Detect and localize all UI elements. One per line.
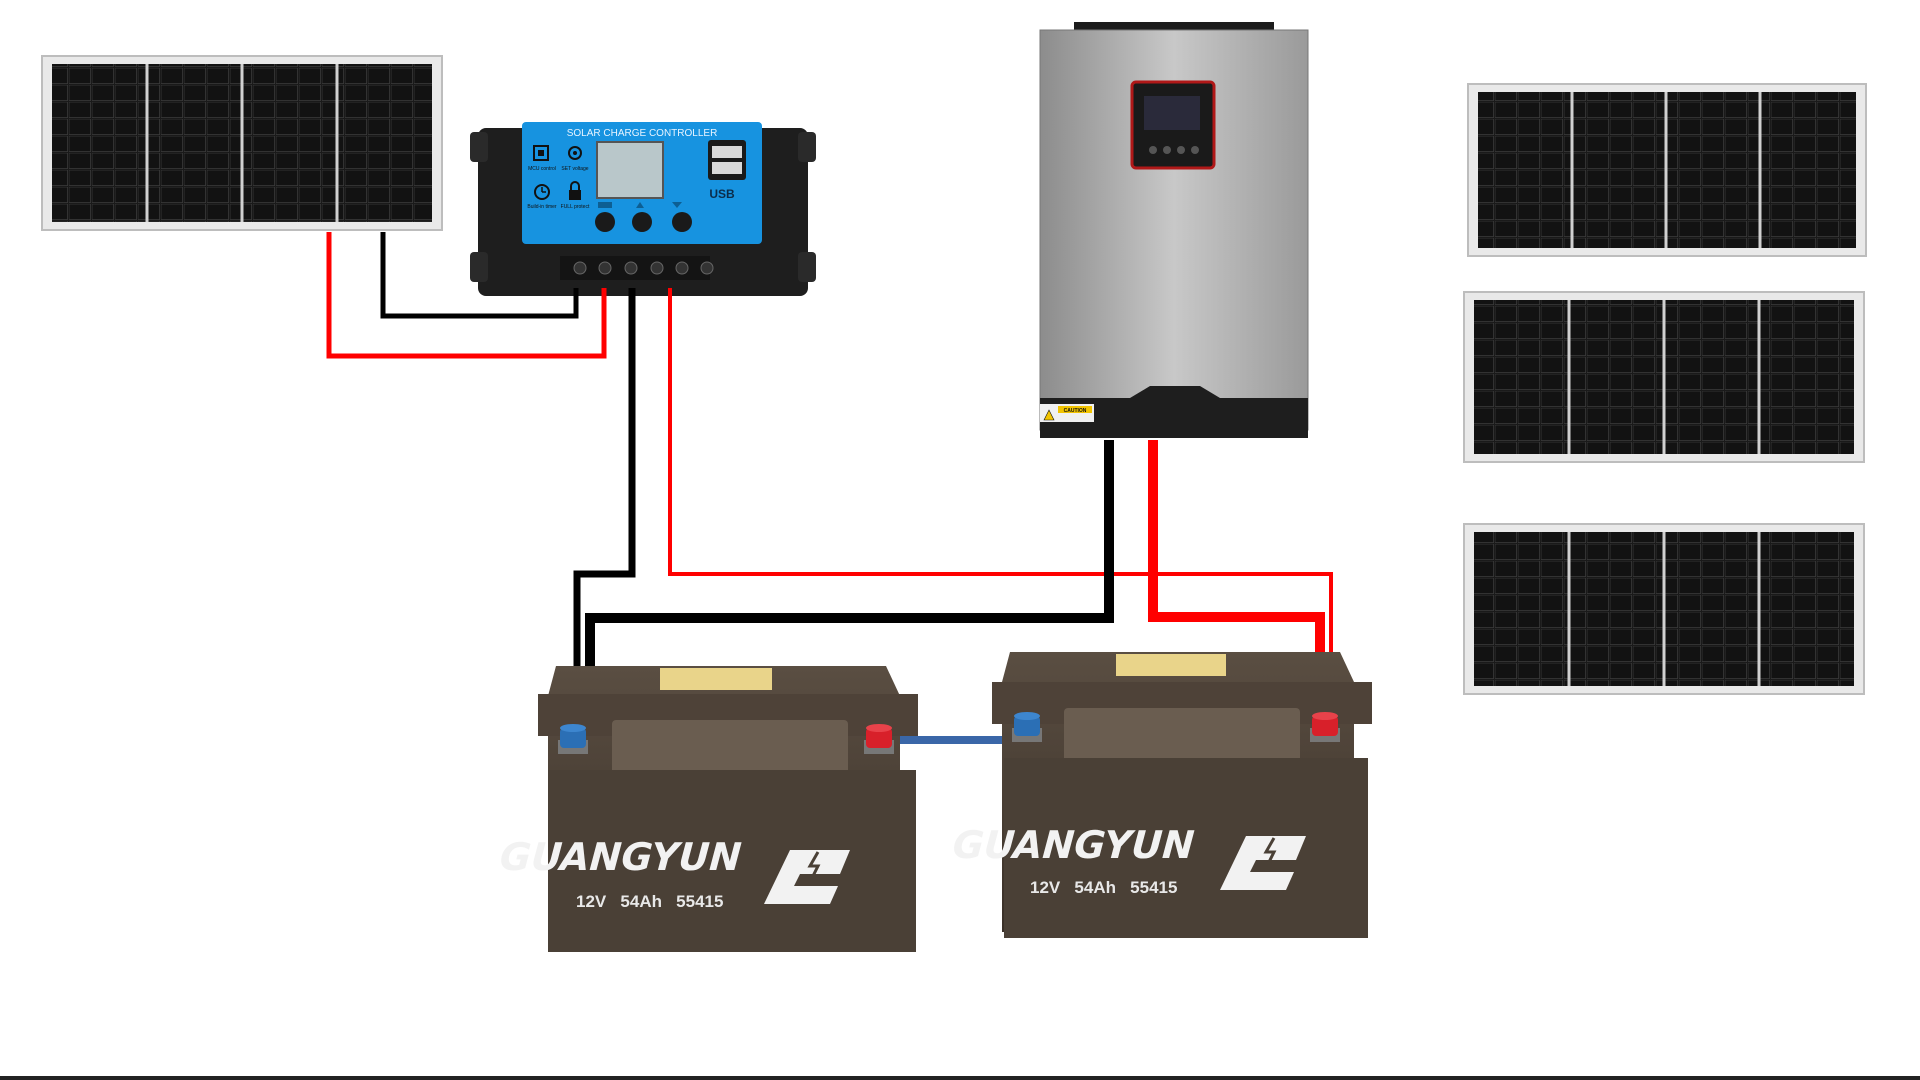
clock-icon (534, 184, 550, 200)
battery-2-negative-terminal (1012, 712, 1042, 742)
controller-button-3[interactable] (672, 212, 692, 232)
inverter-button-3[interactable] (1177, 146, 1185, 154)
feature-label-full: FULL protect (561, 204, 590, 210)
battery-2-positive-terminal (1310, 712, 1340, 742)
chip-icon (533, 145, 549, 161)
controller-button-2[interactable] (632, 212, 652, 232)
wire-panel-negative (380, 232, 579, 319)
gear-icon (568, 146, 582, 160)
battery-1-brand: GUANGYUN (499, 835, 744, 879)
inverter: CAUTION (1039, 22, 1309, 438)
battery-1-negative-terminal (558, 724, 588, 754)
solar-panel-right-3 (1463, 523, 1865, 695)
solar-panel-right-2 (1463, 291, 1865, 463)
usb-label: USB (709, 187, 735, 201)
feature-label-set: SET voltage (561, 166, 588, 172)
charge-controller: SOLAR CHARGE CONTROLLER MCU control SET … (470, 122, 816, 296)
inverter-button-1[interactable] (1149, 146, 1157, 154)
bottom-border (0, 1076, 1920, 1080)
battery-2-spec: 12V 54Ah 55415 (1030, 878, 1177, 897)
solar-panel-right-1 (1467, 83, 1867, 257)
controller-lcd (596, 141, 664, 199)
inverter-button-4[interactable] (1191, 146, 1199, 154)
battery-1-positive-terminal (864, 724, 894, 754)
controller-title: SOLAR CHARGE CONTROLLER (567, 128, 718, 139)
controller-terminals (560, 256, 714, 280)
battery-1-spec: 12V 54Ah 55415 (576, 892, 723, 911)
controller-button-1[interactable] (595, 212, 615, 232)
wire-panel-positive (326, 232, 607, 359)
battery-2: GUANGYUN 12V 54Ah 55415 (951, 652, 1372, 938)
battery-2-logo-icon (1220, 836, 1306, 890)
feature-label-mcu: MCU control (528, 166, 556, 172)
caution-label: CAUTION (1064, 408, 1087, 414)
battery-1: GUANGYUN 12V 54Ah 55415 (499, 666, 918, 952)
inverter-button-2[interactable] (1163, 146, 1171, 154)
lock-icon (569, 181, 581, 200)
battery-2-brand: GUANGYUN (951, 823, 1196, 867)
feature-label-timer: Build-in timer (527, 204, 557, 210)
wire-controller-battery-positive (668, 288, 1333, 710)
battery-1-logo-icon (764, 850, 850, 904)
solar-panel-left (41, 55, 443, 231)
inverter-lcd (1144, 96, 1200, 130)
wire-controller-battery-negative (573, 288, 636, 724)
caution-sticker: CAUTION (1040, 404, 1094, 422)
usb-ports (708, 140, 746, 180)
